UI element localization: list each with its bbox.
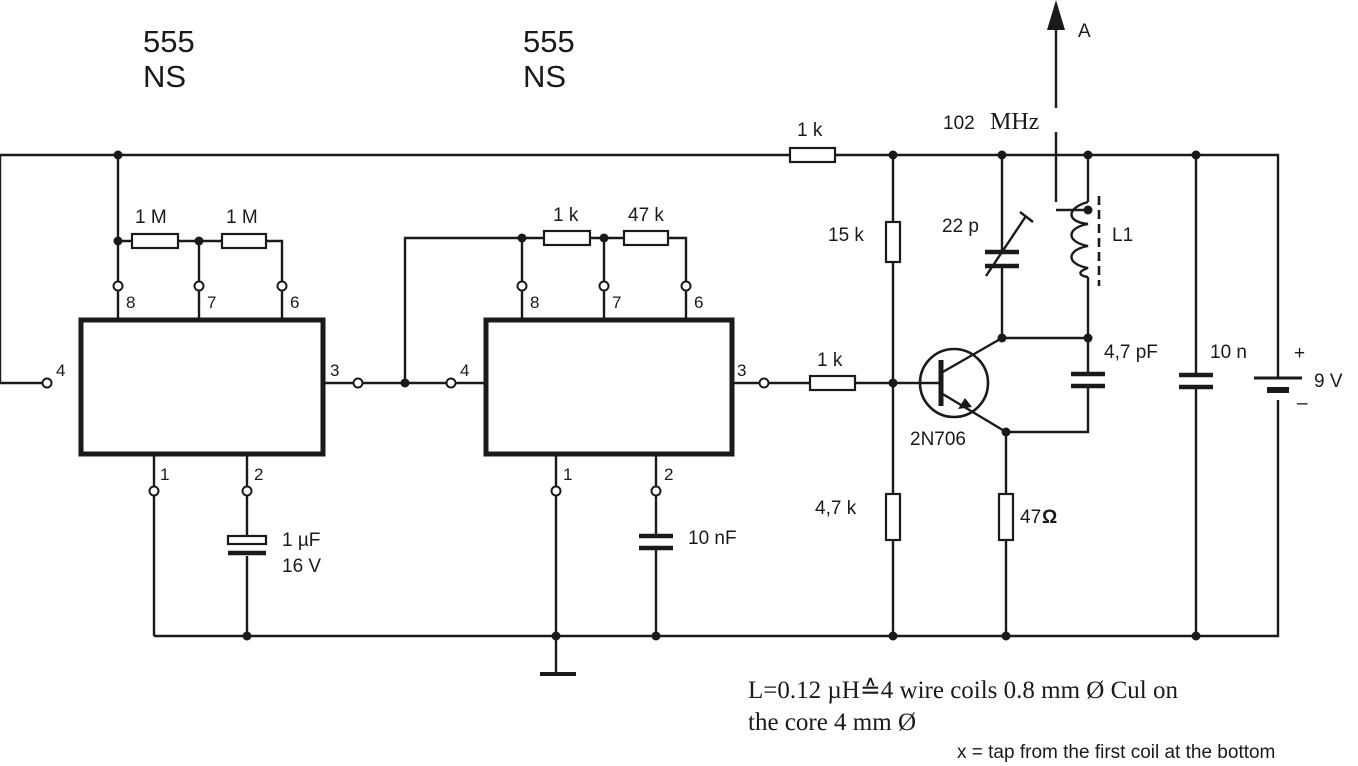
ic2-pin7-terminal	[598, 280, 610, 292]
ic1-pin7-label: 7	[207, 293, 216, 312]
ic1-pin3-label: 3	[330, 361, 339, 380]
tap-note: x = tap from the first coil at the botto…	[957, 742, 1276, 763]
resistor-15k-label: 15 k	[828, 225, 864, 246]
capacitor-10n-label: 10 n	[1210, 342, 1247, 363]
transistor-2n706: 2N706	[910, 336, 1007, 450]
resistor-r4	[622, 229, 670, 247]
ic2-pin8-terminal	[516, 280, 528, 292]
ic1-label-bottom: NS	[143, 59, 186, 94]
capacitor-10nf-label: 10 nF	[688, 528, 737, 549]
ic2-pin3-terminal	[758, 377, 770, 389]
frequency-value: 102	[943, 113, 975, 134]
antenna-label: A	[1078, 21, 1091, 42]
capacitor-10n-bypass	[1179, 372, 1213, 390]
ic1-pin4-terminal	[41, 377, 53, 389]
ic1-pin4-label: 4	[56, 361, 65, 380]
ic2-pin2-label: 2	[664, 465, 673, 484]
ic1-pin6-label: 6	[290, 293, 299, 312]
capacitor-1uf-voltage: 16 V	[282, 556, 321, 577]
resistor-emitter-label: 47	[1020, 507, 1041, 528]
resistor-r3	[542, 229, 592, 247]
resistor-top-1k-label: 1 k	[797, 120, 823, 141]
ic2-pin8-label: 8	[530, 293, 539, 312]
ic2-pin6-label: 6	[694, 293, 703, 312]
ic1-pin2-label: 2	[254, 465, 263, 484]
coil-note-line2: the core 4 mm Ø	[748, 709, 917, 736]
capacitor-4p7-label: 4,7 pF	[1104, 342, 1158, 363]
ic2-pin4-label: 4	[460, 361, 469, 380]
ic2-pin1-label: 1	[563, 465, 572, 484]
ic2-pin7-label: 7	[612, 293, 621, 312]
resistor-emitter-unit: Ω	[1042, 507, 1057, 528]
resistor-15k	[884, 220, 902, 264]
battery-plus-label: +	[1294, 343, 1305, 364]
ic2-555: 555 NS 8 7 6 4 3 1 2	[445, 24, 770, 497]
emitter-arrow	[958, 398, 972, 409]
capacitor-1uf-value: 1 µF	[282, 530, 320, 551]
antenna-output: A	[1047, 0, 1091, 42]
ic1-pin8-label: 8	[126, 293, 135, 312]
trimmer-arrow	[985, 211, 1034, 277]
ic2-pin4-terminal	[445, 377, 457, 389]
battery-voltage-label: 9 V	[1314, 371, 1343, 392]
resistor-4k7-label: 4,7 k	[815, 498, 857, 519]
ic2-pin1-terminal	[550, 485, 562, 497]
ic1-label-top: 555	[143, 24, 195, 59]
ic2-pin3-label: 3	[737, 361, 746, 380]
ic2-label-top: 555	[523, 24, 575, 59]
ic2-pin6-terminal	[680, 280, 692, 292]
coil-label: L1	[1112, 225, 1133, 246]
ic1-pin2-terminal	[241, 485, 253, 497]
ic1-pin8-terminal	[112, 280, 124, 292]
battery-9v: + 9 V –	[1254, 343, 1343, 414]
ic2-label-bottom: NS	[523, 59, 566, 94]
capacitors: 1 µF 16 V 10 nF 22 p 4,7 pF 10 n	[226, 211, 1247, 577]
capacitor-1uf-positive-plate	[226, 534, 268, 546]
transistor-label: 2N706	[910, 429, 966, 450]
wiring	[0, 26, 1280, 676]
resistor-r3-label: 1 k	[553, 205, 579, 226]
battery-minus-label: –	[1297, 393, 1308, 414]
antenna-arrow-icon	[1047, 0, 1065, 30]
inductor-l1: L1	[1070, 196, 1133, 286]
resistor-4k7	[884, 492, 902, 542]
ic1-pin1-terminal	[148, 485, 160, 497]
ic1-555: 555 NS 8 7 6 4 3 1 2	[41, 24, 364, 497]
ic1-pin6-terminal	[276, 280, 288, 292]
frequency-unit: MHz	[990, 109, 1039, 135]
ic2-pin2-terminal	[650, 485, 662, 497]
ic1-pin3-terminal	[352, 377, 364, 389]
resistor-top-1k	[788, 146, 837, 164]
resistor-r4-label: 47 k	[628, 205, 664, 226]
resistor-base-1k-label: 1 k	[817, 350, 843, 371]
resistor-emitter-47	[997, 492, 1015, 542]
resistor-base-1k	[808, 374, 857, 392]
capacitor-10nf	[639, 533, 673, 551]
resistor-r2	[220, 232, 268, 250]
coil-note-line1: L=0.12 µH≙4 wire coils 0.8 mm Ø Cul on	[748, 677, 1178, 704]
junction-dots	[113, 150, 1201, 641]
resistors: 1 M 1 M 1 k 47 k 1 k 1 k 15 k 4,7 k 47 Ω	[130, 120, 1057, 542]
frequency-label: 102 MHz	[943, 109, 1039, 135]
resistor-r2-label: 1 M	[226, 207, 258, 228]
resistor-r1-label: 1 M	[135, 207, 167, 228]
ic1-pin1-label: 1	[160, 465, 169, 484]
capacitor-4p7	[1071, 371, 1105, 389]
resistor-r1	[130, 232, 180, 250]
capacitor-22p-label: 22 p	[942, 216, 979, 237]
ic1-pin7-terminal	[193, 280, 205, 292]
